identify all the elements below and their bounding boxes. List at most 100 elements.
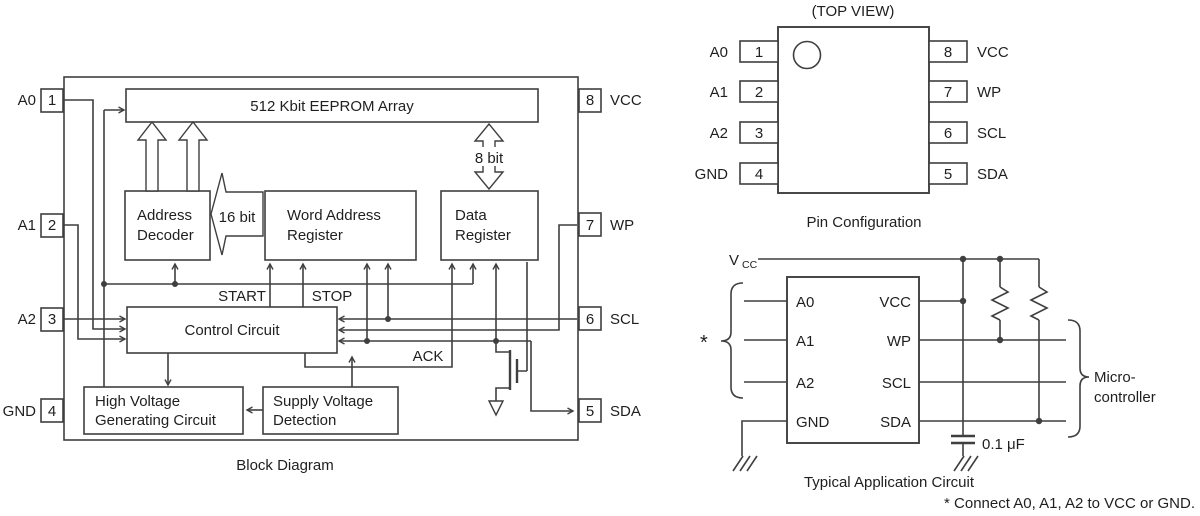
asterisk-note-marker: * [700,332,708,354]
ic-pin-label: A1 [796,333,814,350]
wire-a1-to-control [63,224,127,343]
ic-pin-label: WP [887,333,911,350]
data-register-label-2: Register [455,227,511,244]
pkg-pin-label: SCL [977,125,1006,142]
junction-dot [385,316,391,322]
eeprom-array-block [125,88,539,123]
pkg-pin-label: WP [977,84,1001,101]
ic-package-body [777,26,930,194]
package-right-pins: 8 7 6 5 VCC WP SCL SDA [928,40,1009,185]
pkg-pin-box-3 [739,121,779,144]
microcontroller-label-2: controller [1094,389,1156,406]
pkg-pin-box-7 [928,80,968,103]
application-circuit-dots [959,255,1043,425]
junction-dot [493,338,499,344]
wire-wp-to-control [337,224,577,334]
mosfet-source-arrow-icon [487,400,505,417]
pin-label: SCL [610,311,639,328]
address-bus-arrow-icon [136,120,168,192]
junction-dot [959,255,967,263]
address-decoder-label-1: Address [137,207,192,224]
pkg-pin-label: SDA [977,166,1008,183]
ic-pin-label: SDA [880,414,911,431]
block-diagram-right-pins: 8 7 6 5 VCC WP SCL SDA [578,88,642,423]
bus-arrows: 8 bit 16 bit [136,120,509,256]
resistor-1 [990,286,1010,321]
word-address-register-label-1: Word Address [287,207,381,224]
block-diagram-wires [103,110,528,417]
address-decoder-block [124,190,211,261]
wire-ack-to-datareg [304,262,456,368]
wire [103,110,528,401]
pin-number: 5 [586,403,594,420]
eeprom-array-label: 512 Kbit EEPROM Array [250,98,414,115]
control-circuit-block [126,306,338,354]
top-view-title: (TOP VIEW) [812,3,895,20]
pin1-indicator-icon [792,40,822,70]
bus-8bit-label: 8 bit [475,150,504,167]
pin-configuration: (TOP VIEW) 1 2 3 4 A0 A1 A2 GND 8 7 6 5 [695,3,1009,231]
pin-number: 1 [48,92,56,109]
bus-16bit-arrow-icon [210,172,264,256]
pkg-pin-number: 7 [944,84,952,101]
junction-dot [996,255,1004,263]
pin-number: 2 [48,217,56,234]
supply-voltage-label-1: Supply Voltage [273,393,373,410]
pin-label: GND [3,403,37,420]
pin-label: SDA [610,403,641,420]
data-register-block [440,190,539,261]
supply-voltage-label-2: Detection [273,412,336,429]
ground-icon [732,455,758,472]
pin-box-5 [578,398,602,423]
address-decoder-label-2: Decoder [137,227,194,244]
pkg-pin-box-5 [928,162,968,185]
pin-number: 6 [586,311,594,328]
pkg-pin-number: 3 [755,125,763,142]
address-bus-arrow-icon [177,120,209,192]
pkg-pin-number: 5 [944,166,952,183]
word-address-register-label-2: Register [287,227,343,244]
eeprom-ic-box [786,276,920,444]
address-pins-brace [720,282,744,399]
high-voltage-block [83,386,244,435]
pin-number: 4 [48,403,56,420]
ground-icon [953,455,979,472]
pkg-pin-box-2 [739,80,779,103]
ic-pin-label: SCL [882,375,911,392]
pkg-pin-box-4 [739,162,779,185]
junction-dot [1035,417,1043,425]
high-voltage-label-1: High Voltage [95,393,180,410]
ic-pin-label: GND [796,414,830,431]
capacitor [951,434,975,445]
ic-pin-label: A2 [796,375,814,392]
pin-label: A0 [18,92,36,109]
pkg-pin-label: A0 [710,44,728,61]
pin-box-8 [578,88,602,113]
pin-number: 8 [586,92,594,109]
footnote: * Connect A0, A1, A2 to VCC or GND. [944,495,1195,512]
wire [741,258,1066,456]
application-circuit-caption: Typical Application Circuit [804,474,975,491]
junction-dot [959,297,967,305]
data-register-label-1: Data [455,207,487,224]
pkg-pin-box-6 [928,121,968,144]
pkg-pin-number: 2 [755,84,763,101]
package-left-pins: 1 2 3 4 A0 A1 A2 GND [695,40,779,185]
pkg-pin-label: A2 [710,125,728,142]
pkg-pin-number: 8 [944,44,952,61]
pin-box-7 [578,212,602,237]
ic-pin-label: A0 [796,294,814,311]
junction-dot [996,336,1004,344]
block-diagram: 1 2 3 4 A0 A1 A2 GND 8 7 6 5 VCC WP SCL … [3,76,642,474]
bus-8bit-label-bg [469,147,509,166]
junction-dots [101,281,499,344]
application-circuit-wires [720,258,1090,472]
resistor-2 [1029,286,1049,321]
start-label: START [218,288,266,305]
pkg-pin-number: 1 [755,44,763,61]
wire-to-sda-pin [530,341,575,415]
word-address-register-block [264,190,417,261]
junction-dot [172,281,178,287]
ic-pin-label: VCC [879,294,911,311]
